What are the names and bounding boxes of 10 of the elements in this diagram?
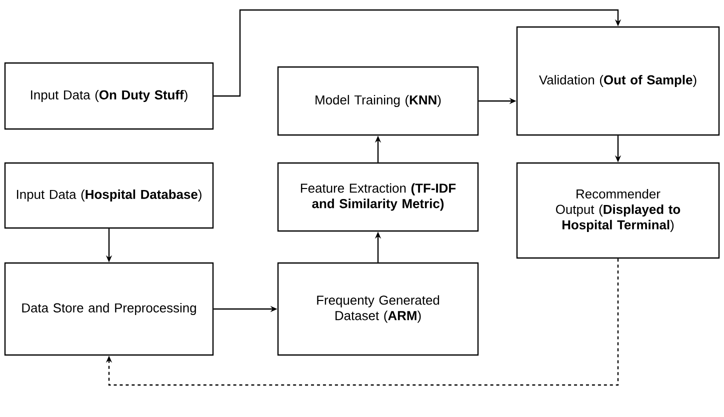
process-box: Recommender Output (Displayed to Hospital Terminal) [516,162,720,259]
process-box: Data Store and Preprocessing [4,262,214,356]
process-box: Input Data (On Duty Stuff) [4,62,214,130]
process-box: Model Training (KNN) [277,66,479,136]
arrow [214,9,622,97]
process-box: Input Data (Hospital Database) [4,162,214,229]
process-box: Frequenty Generated Dataset (ARM) [277,262,479,356]
process-box: Validation (Out of Sample) [516,26,720,136]
arrow [106,258,619,386]
process-box: Feature Extraction (TF-IDF and Similarity Metric) [277,162,479,232]
